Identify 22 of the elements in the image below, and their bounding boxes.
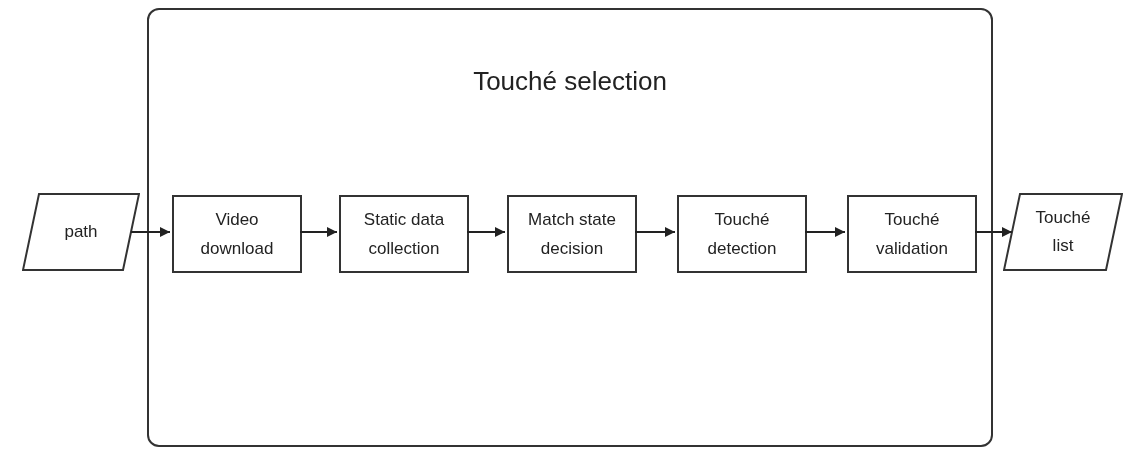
- process-label: Touché validation: [875, 209, 949, 260]
- process-box: [847, 195, 977, 273]
- arrow: [130, 227, 171, 237]
- io-label: path: [63, 221, 99, 243]
- group-frame: [147, 8, 993, 447]
- process-label: Static data collection: [362, 209, 446, 260]
- process-label: Match state decision: [527, 209, 617, 260]
- process-box: [507, 195, 637, 273]
- arrow: [974, 227, 1013, 237]
- process-label: Touché detection: [706, 209, 778, 260]
- arrow: [804, 227, 846, 237]
- group-title: Touché selection: [472, 65, 668, 98]
- arrow: [634, 227, 676, 237]
- process-box: [172, 195, 302, 273]
- process-box: [339, 195, 469, 273]
- process-label: Video download: [199, 209, 275, 260]
- io-label: Touché list: [1034, 207, 1092, 257]
- process-box: [677, 195, 807, 273]
- io-parallelogram: [1003, 193, 1123, 271]
- arrow: [299, 227, 338, 237]
- arrow: [466, 227, 506, 237]
- io-parallelogram: [22, 193, 140, 271]
